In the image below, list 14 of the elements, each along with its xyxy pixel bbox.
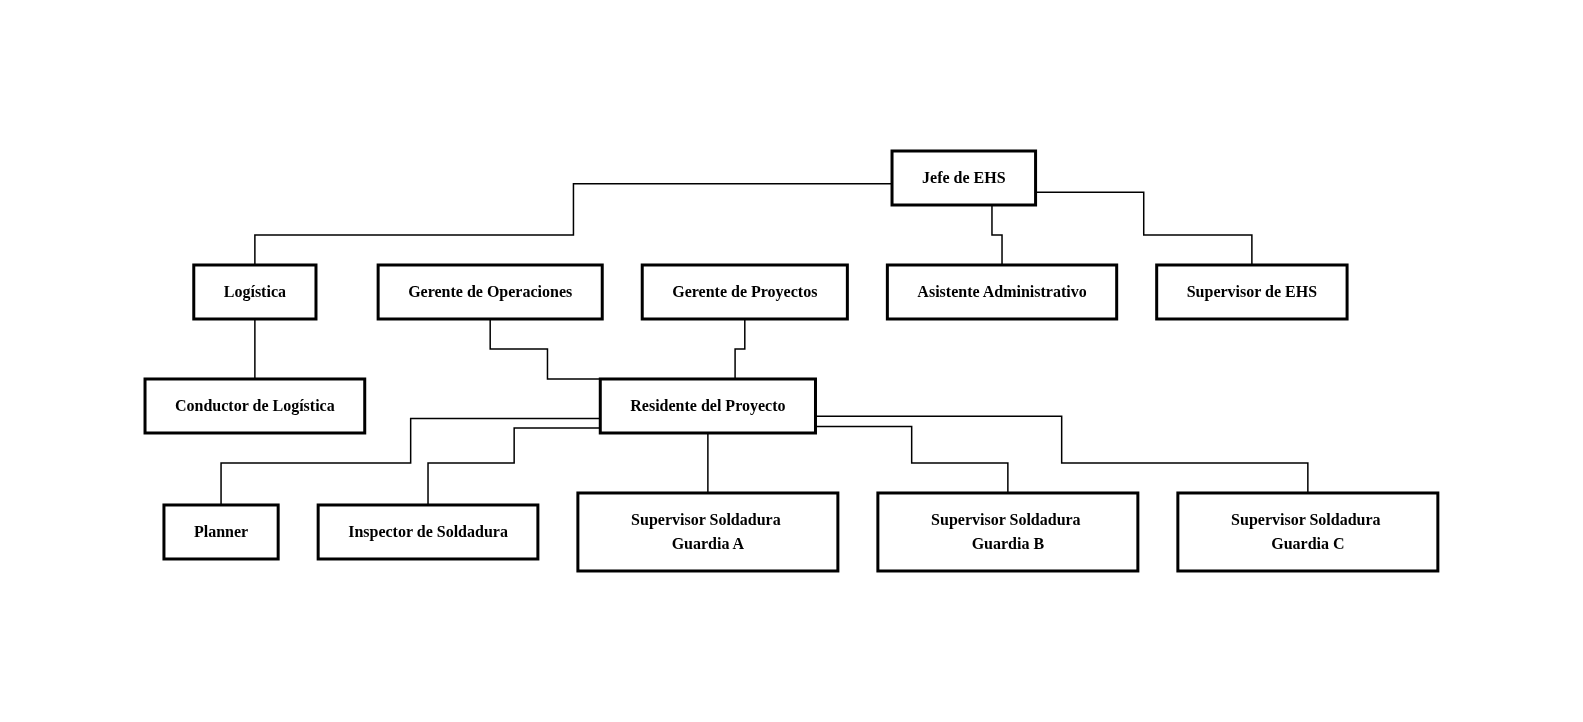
node-box: Supervisor Soldadura Guardia B	[876, 491, 1140, 573]
node-box: Gerente de Operaciones	[376, 263, 604, 321]
node-box: Gerente de Proyectos	[640, 263, 849, 321]
node-box: Supervisor de EHS	[1155, 263, 1349, 321]
node-box: Residente del Proyecto	[598, 377, 818, 435]
node-box: Planner	[162, 503, 280, 561]
connector	[254, 183, 893, 266]
node-box: Conductor de Logística	[143, 377, 367, 435]
node-box: Inspector de Soldadura	[316, 503, 540, 561]
node-box: Supervisor Soldadura Guardia C	[1176, 491, 1440, 573]
node-box: Supervisor Soldadura Guardia A	[576, 491, 840, 573]
node-box: Jefe de EHS	[890, 149, 1038, 207]
node-box: Logística	[192, 263, 318, 321]
node-box: Asistente Administrativo	[885, 263, 1119, 321]
